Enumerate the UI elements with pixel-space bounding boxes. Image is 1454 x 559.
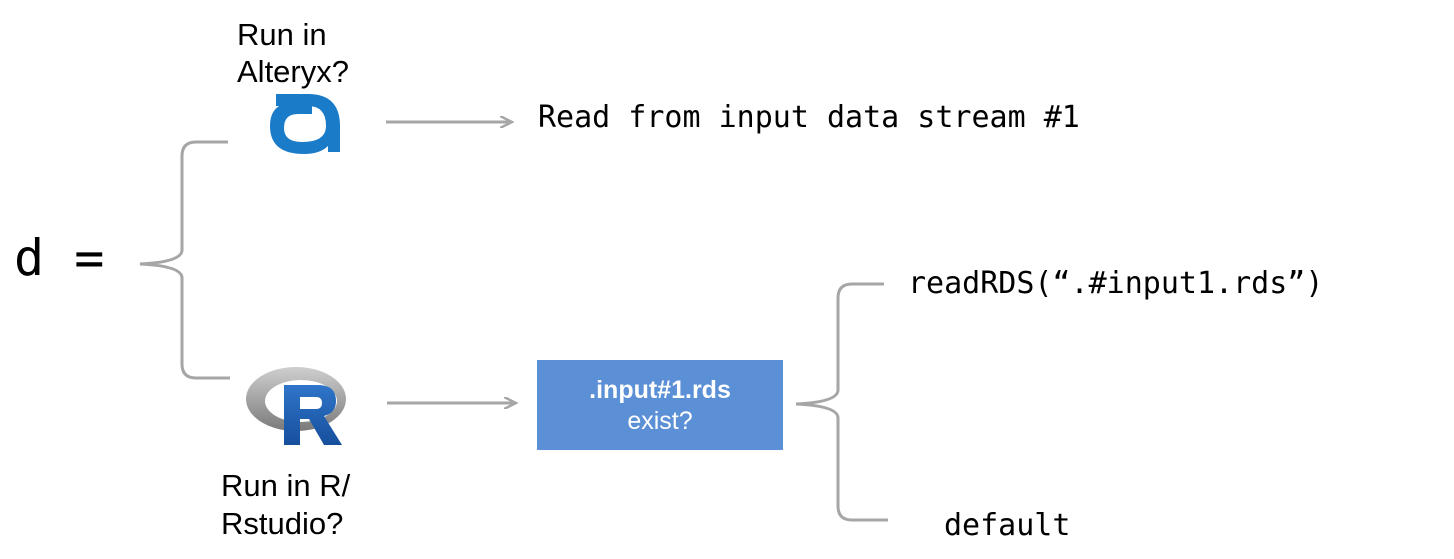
rstudio-question-line2: Rstudio?	[221, 506, 344, 541]
assignment-label: d =	[14, 229, 105, 287]
main-bracket	[139, 140, 230, 380]
default-output-text: default	[944, 508, 1071, 543]
r-logo-icon	[246, 367, 346, 445]
decision-title: .input#1.rds	[589, 376, 731, 404]
alteryx-question-line1: Run in	[237, 17, 327, 52]
alteryx-question-label: Run in Alteryx?	[237, 16, 349, 90]
rstudio-question-label: Run in R/ Rstudio?	[221, 467, 350, 543]
rstudio-question-line1: Run in R/	[221, 468, 351, 503]
alteryx-logo-icon	[270, 94, 340, 154]
readrds-output-text: readRDS(“.#input1.rds”)	[908, 266, 1324, 301]
decision-bracket	[795, 282, 888, 522]
alteryx-question-line2: Alteryx?	[237, 54, 349, 89]
alteryx-output-text: Read from input data stream #1	[538, 100, 1080, 135]
decision-box: .input#1.rds exist?	[537, 360, 783, 450]
decision-subtitle: exist?	[627, 407, 693, 435]
